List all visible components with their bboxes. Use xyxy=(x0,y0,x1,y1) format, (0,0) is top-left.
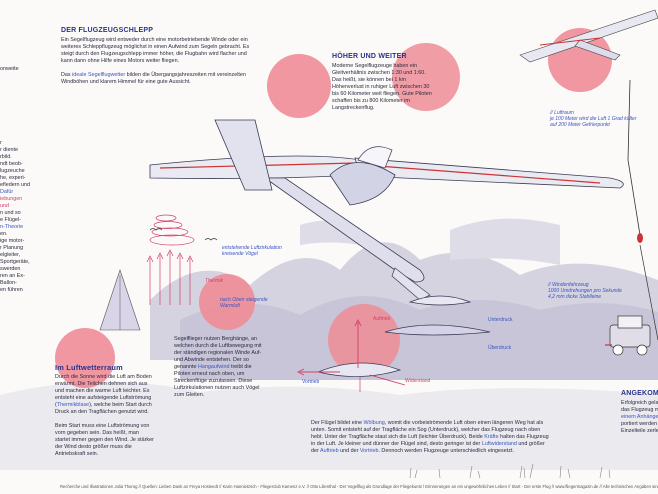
text-line: lugzeuche xyxy=(0,168,25,174)
luftwetterraum-title: Im Luftwetterraum xyxy=(55,363,123,372)
hoeher-title: HÖHER UND WEITER xyxy=(332,53,407,60)
text-line: r Planung xyxy=(0,245,24,251)
birds xyxy=(149,228,218,241)
hoeher-text: Moderne Segelflugzeuge haben ein Gleitve… xyxy=(332,63,432,111)
text-line: elgleiter, xyxy=(0,252,21,258)
text-line: Erfolgreich gela xyxy=(621,400,658,406)
thermik-note-label: Thermik xyxy=(205,278,224,284)
text-line: r xyxy=(0,140,2,146)
glider xyxy=(149,119,624,301)
luftwetterraum-paragraph-1: Durch die Sonne wird die Luft am Boden e… xyxy=(55,374,152,415)
text-line: einem Anhänge xyxy=(621,414,658,420)
footer-credits: Recherche und Illustrationen Julia Thoro… xyxy=(0,480,658,494)
text-line: r diente xyxy=(0,147,18,153)
label-ueberdruck: Überdruck xyxy=(488,345,512,351)
kraefte-link: Kräfte xyxy=(484,434,499,440)
sun-circle-middle xyxy=(199,274,255,330)
text-line: swerden xyxy=(0,266,21,272)
sun-circle-top xyxy=(267,54,331,118)
sun-circle-left xyxy=(55,328,115,388)
label-auftrieb: Auftrieb xyxy=(373,316,391,322)
schlepp-text: Ein Segelflugzeug wird entweder durch ei… xyxy=(61,37,250,64)
text-line: en führen xyxy=(0,287,23,293)
tow-plane xyxy=(519,9,658,63)
winch-vehicle xyxy=(605,315,651,356)
schlepp-paragraph-2: Das ideale Segelflugwetter bilden die Üb… xyxy=(61,72,246,85)
tow-ring xyxy=(637,233,643,243)
text-line: Einzelteile zerle xyxy=(621,428,658,434)
sun-circle-wing xyxy=(328,304,400,376)
text-line: Sportgeräte, xyxy=(0,259,30,265)
text-line: portiert werden xyxy=(621,421,657,427)
auftrieb-link: Auftrieb xyxy=(320,448,339,454)
warm-air-plume xyxy=(99,269,141,331)
thermal-spiral xyxy=(146,214,195,305)
ideal-weather-link: ideale Segelflugwetter xyxy=(72,72,126,78)
fluegel-paragraph: Der Flügel bildet eine Wölbung, womit di… xyxy=(311,420,549,454)
text-line: n-Theorie xyxy=(0,224,24,230)
grass xyxy=(409,463,611,479)
text-line: Dafür xyxy=(0,189,14,195)
angekommen-title: ANGEKOMM xyxy=(621,390,658,397)
text-line: ige motor- xyxy=(0,238,25,244)
vortrieb-link: Vortrieb xyxy=(359,448,379,454)
schlepp-title: DER FLUGZEUGSCHLEPP xyxy=(61,27,154,34)
luftwetterraum-paragraph-2: Beim Start muss eine Luftströmung von vo… xyxy=(55,423,154,457)
winch-note: // Windenfahrzeug 1000 Umdrehungen pro S… xyxy=(548,282,622,301)
wing-profile xyxy=(296,295,491,392)
text-line: ndt beob- xyxy=(0,161,23,167)
label-unterdruck: Unterdruck xyxy=(488,317,513,323)
background-landscape xyxy=(0,218,658,470)
text-line: iebungen und xyxy=(0,196,23,209)
text-line: n und so xyxy=(0,210,21,216)
label-vortrieb: Vortrieb xyxy=(302,379,320,385)
label-widerstand: Widerstand xyxy=(405,378,431,384)
thermik-note-warmair: nach Oben steigende Warmluft xyxy=(220,297,268,310)
text-line: rbild. xyxy=(0,154,12,160)
thermik-note-circulation: entstehende Luftzirkulation kreisende Vö… xyxy=(222,245,282,258)
sun-circle-right xyxy=(392,43,460,111)
hangaufwind-link: Hangaufwind xyxy=(197,364,230,370)
text-line: en. xyxy=(0,231,8,237)
tow-rope xyxy=(627,79,641,236)
text-line: he, experi- xyxy=(0,175,26,181)
text-line: Ballon- xyxy=(0,280,17,286)
thermikblase-link: Thermikblase xyxy=(56,402,90,408)
segelflieger-paragraph: Segelflieger nutzen Berghänge, an welche… xyxy=(174,336,262,398)
text-line: efledern und xyxy=(0,182,30,188)
woelbung-link: Wölbung xyxy=(363,420,385,426)
text-line: das Flugzeug m xyxy=(621,407,658,413)
schlepp-paragraph: Ein Segelflugzeug wird entweder durch ei… xyxy=(61,37,256,65)
luftwiderstand-link: Luftwiderstand xyxy=(481,441,517,447)
left-fragment-line: onweite xyxy=(0,66,19,72)
text-line: e Flügel- xyxy=(0,217,21,223)
text-line: ren an Ex- xyxy=(0,273,25,279)
luftraum-note: // Luftraum je 100 Meter wird die Luft 1… xyxy=(550,110,637,129)
